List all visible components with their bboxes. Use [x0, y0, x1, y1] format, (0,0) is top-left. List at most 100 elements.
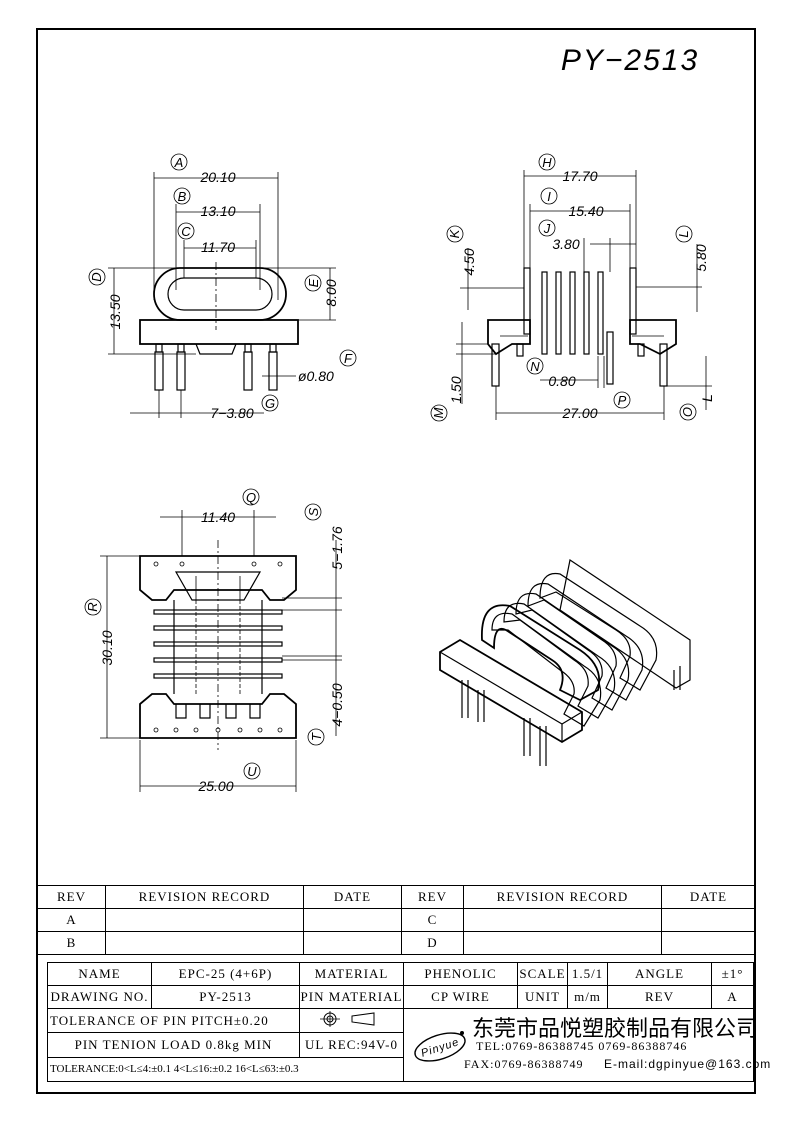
- rev-value: A: [711, 985, 754, 1009]
- material-value: PHENOLIC: [403, 962, 518, 986]
- revision-header-row: REV REVISION RECORD DATE REV REVISION RE…: [37, 885, 756, 909]
- label-F: F: [344, 351, 353, 366]
- dim-T: 4−0.50: [329, 683, 345, 726]
- dim-Q: 11.40: [201, 509, 235, 525]
- dim-O: L: [699, 394, 715, 402]
- dim-I: 15.40: [568, 203, 603, 219]
- bottom-view: Q 11.40 R 30.10 S 5−1.76 T 4−0.50 U 25.0…: [84, 488, 345, 794]
- dim-E: 8.00: [323, 279, 339, 306]
- date-header: DATE: [661, 885, 756, 909]
- dim-C: 11.70: [201, 239, 235, 255]
- label-T: T: [309, 732, 324, 741]
- scale-value: 1.5/1: [567, 962, 608, 986]
- rev-cell: A: [37, 908, 106, 932]
- front-core-inner: [167, 277, 273, 311]
- rev-header: REV: [37, 885, 106, 909]
- spec-table: NAME EPC-25 (4+6P) MATERIAL PHENOLIC SCA…: [47, 962, 770, 1083]
- pin-tension: PIN TENION LOAD 0.8kg MIN: [47, 1032, 300, 1058]
- ul-rec: UL REC:94V-0: [299, 1032, 404, 1058]
- name-value: EPC-25 (4+6P): [151, 962, 300, 986]
- label-A: A: [174, 155, 184, 170]
- drawing-frame: [36, 28, 756, 1094]
- scale-label: SCALE: [517, 962, 568, 986]
- unit-value: m/m: [567, 985, 608, 1009]
- front-base: [139, 319, 299, 345]
- label-H: H: [542, 155, 552, 170]
- label-P: P: [618, 393, 627, 408]
- label-J: J: [543, 221, 551, 236]
- label-I: I: [547, 189, 551, 204]
- label-B: B: [178, 189, 187, 204]
- dim-S: 5−1.76: [329, 526, 345, 569]
- label-D: D: [89, 272, 104, 281]
- date-header: DATE: [303, 885, 402, 909]
- date-cell: [303, 931, 402, 955]
- rev-label: REV: [607, 985, 712, 1009]
- isometric-view: [439, 559, 691, 766]
- projection-symbol-icon: [319, 1010, 374, 1027]
- rev-header: REV: [401, 885, 464, 909]
- dim-P: 27.00: [561, 405, 597, 421]
- label-U: U: [247, 764, 257, 779]
- record-cell: [105, 931, 304, 955]
- record-cell: [105, 908, 304, 932]
- label-L: L: [676, 230, 691, 237]
- dim-M: 1.50: [448, 376, 464, 403]
- label-S: S: [306, 507, 321, 516]
- name-label: NAME: [47, 962, 152, 986]
- dim-L: 5.80: [693, 244, 709, 271]
- table-row: B D: [37, 931, 756, 955]
- pin-material-value: CP WIRE: [403, 985, 518, 1009]
- label-M: M: [431, 407, 446, 418]
- dim-F: ø0.80: [298, 368, 334, 384]
- company-tel: TEL:0769-86388745 0769-86388746: [476, 1039, 688, 1053]
- label-C: C: [181, 224, 191, 239]
- unit-label: UNIT: [517, 985, 568, 1009]
- tolerance-pitch: TOLERANCE OF PIN PITCH±0.20: [47, 1007, 300, 1034]
- rev-cell: B: [37, 931, 106, 955]
- front-view: A 20.10 B 13.10 C 11.70 D 13.50 E 8.00 F: [88, 153, 357, 421]
- side-view: H 17.70 I 15.40 J 3.80 K 4.50 L 5.80 M 1…: [430, 153, 715, 422]
- drawing-no-label: DRAWING NO.: [47, 985, 152, 1009]
- rev-cell: D: [401, 931, 464, 955]
- company-fax: FAX:0769-86388749: [464, 1057, 584, 1071]
- date-cell: [661, 931, 756, 955]
- table-row: A C: [37, 908, 756, 932]
- revision-table: REV REVISION RECORD DATE REV REVISION RE…: [37, 885, 756, 955]
- dim-G: 7−3.80: [210, 405, 253, 421]
- tolerance-ranges: TOLERANCE:0<L≤4:±0.1 4<L≤16:±0.2 16<L≤63…: [47, 1056, 404, 1083]
- dim-N: 0.80: [548, 373, 575, 389]
- drawing-title: PY−2513: [561, 44, 699, 77]
- date-cell: [303, 908, 402, 932]
- label-E: E: [306, 278, 321, 287]
- revision-record-header: REVISION RECORD: [463, 885, 662, 909]
- company-block: Pinyue 东莞市品悦塑胶制品有限公司 TEL:0769-86388745 0…: [403, 1008, 770, 1082]
- label-Q: Q: [246, 490, 256, 505]
- record-cell: [463, 931, 662, 955]
- geometric-symbols: [299, 1007, 404, 1034]
- label-R: R: [85, 602, 100, 611]
- material-label: MATERIAL: [299, 962, 404, 986]
- dim-U: 25.00: [197, 778, 233, 794]
- date-cell: [661, 908, 756, 932]
- dim-J: 3.80: [552, 236, 579, 252]
- angle-label: ANGLE: [607, 962, 712, 986]
- label-K: K: [447, 228, 462, 238]
- dim-H: 17.70: [562, 168, 597, 184]
- label-N: N: [530, 359, 540, 374]
- pinyue-logo: Pinyue: [414, 1031, 466, 1062]
- dim-B: 13.10: [200, 203, 235, 219]
- pin-material-label: PIN MATERIAL: [299, 985, 404, 1009]
- label-G: G: [265, 396, 275, 411]
- front-core-outer: [153, 267, 287, 321]
- company-email: E-mail:dgpinyue@163.com: [604, 1057, 772, 1071]
- rev-cell: C: [401, 908, 464, 932]
- company-name: 东莞市品悦塑胶制品有限公司: [472, 1017, 759, 1042]
- label-O: O: [680, 407, 695, 417]
- dim-R: 30.10: [99, 630, 115, 665]
- dim-K: 4.50: [461, 248, 477, 275]
- dim-A: 20.10: [199, 169, 235, 185]
- drawing-no-value: PY-2513: [151, 985, 300, 1009]
- dim-D: 13.50: [107, 294, 123, 329]
